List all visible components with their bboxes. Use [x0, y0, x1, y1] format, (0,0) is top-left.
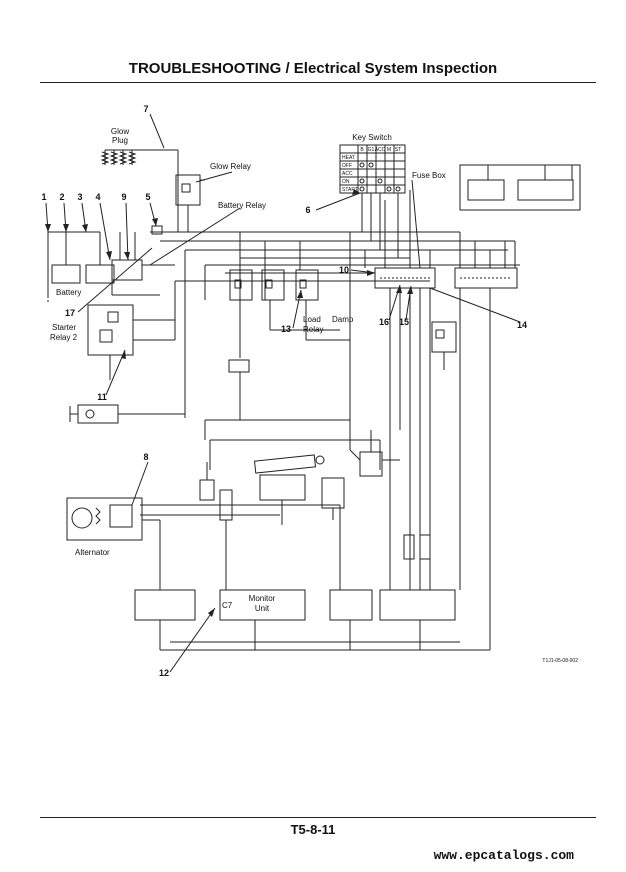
- callout-3: 3: [77, 192, 82, 202]
- callout-11: 11: [97, 392, 107, 402]
- callout-16: 16: [379, 317, 389, 327]
- connector-c7-label: C7: [222, 601, 233, 610]
- alternator-label: Alternator: [75, 548, 110, 557]
- key-switch-row-on: ON: [342, 179, 350, 185]
- callout-1: 1: [41, 192, 46, 202]
- header-rule: [40, 82, 596, 83]
- glow-relay-label: Glow Relay: [210, 162, 251, 171]
- callout-15: 15: [399, 317, 409, 327]
- callout-14: 14: [517, 320, 527, 330]
- load-relay-label-2: Relay: [303, 325, 323, 334]
- watermark: www.epcatalogs.com: [433, 848, 574, 863]
- page-title: TROUBLESHOOTING / Electrical System Insp…: [128, 60, 498, 77]
- callout-10: 10: [339, 265, 349, 275]
- glow-plug-label-1: Glow: [111, 127, 129, 136]
- starter-relay-label-1: Starter: [52, 323, 76, 332]
- battery-relay-label: Battery Relay: [218, 201, 266, 210]
- callout-9: 9: [121, 192, 126, 202]
- key-switch-row-heat: HEAT: [342, 155, 355, 161]
- battery-label: Battery: [56, 288, 81, 297]
- load-relay-label-1: Load: [303, 315, 321, 324]
- callout-7: 7: [143, 104, 148, 114]
- key-switch-row-off: OFF: [342, 163, 352, 169]
- fuse-box-label: Fuse Box: [412, 171, 446, 180]
- callout-6: 6: [305, 205, 310, 215]
- key-switch-col-st: ST: [395, 147, 401, 153]
- monitor-unit-label-1: Monitor: [249, 594, 276, 603]
- callout-2: 2: [59, 192, 64, 202]
- page-number: T5-8-11: [290, 822, 336, 837]
- callout-13: 13: [281, 324, 291, 334]
- figure-code: T1J1-05-08-002: [542, 658, 578, 664]
- key-switch-label: Key Switch: [352, 133, 392, 142]
- glow-plug-label-2: Plug: [112, 136, 128, 145]
- key-switch-col-g1: G1: [368, 147, 375, 153]
- callout-17: 17: [65, 308, 75, 318]
- callout-5: 5: [145, 192, 150, 202]
- key-switch-col-m: M: [387, 147, 391, 153]
- callout-4: 4: [95, 192, 100, 202]
- key-switch-row-acc: ACC: [342, 171, 353, 177]
- footer-rule: [40, 817, 596, 818]
- key-switch-col-acc: ACC: [375, 147, 386, 153]
- monitor-unit-label-2: Unit: [255, 604, 270, 613]
- starter-relay-label-2: Relay 2: [50, 333, 78, 342]
- key-switch-col-b: B: [360, 147, 364, 153]
- callout-12: 12: [159, 668, 169, 678]
- damp-label: Damp: [332, 315, 354, 324]
- key-switch-row-start: START: [342, 187, 358, 193]
- callout-8: 8: [143, 452, 148, 462]
